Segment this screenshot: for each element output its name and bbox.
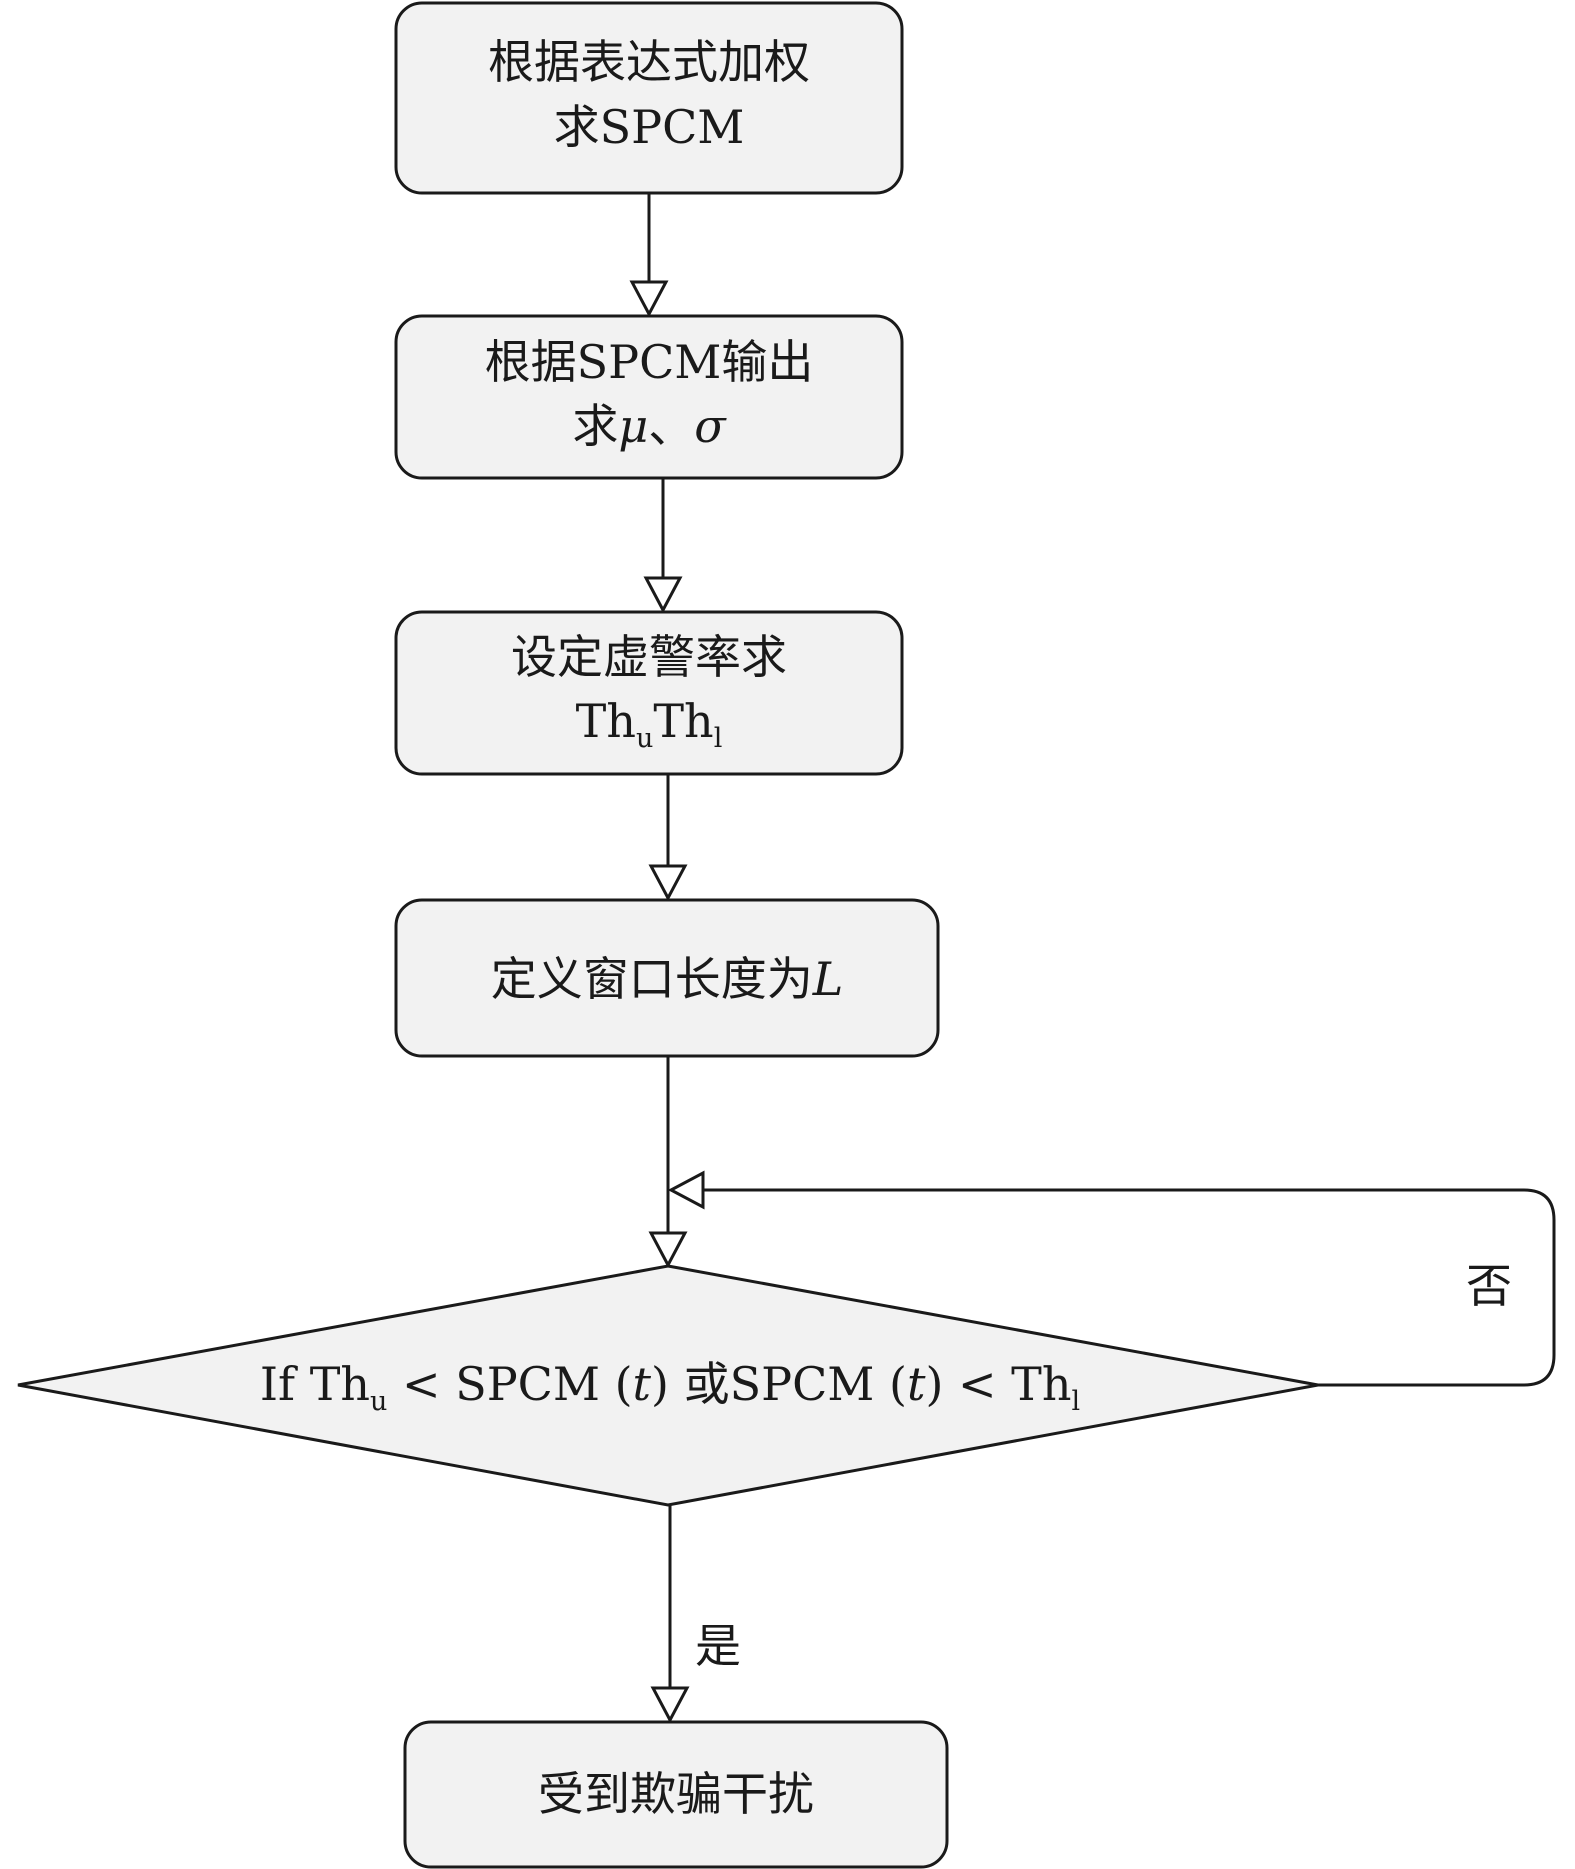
- arrowhead-decision-5: [650, 1686, 690, 1724]
- arrowhead-2-3: [643, 576, 683, 614]
- edge-label-no: 否: [1466, 1259, 1512, 1313]
- arrowhead-3-4: [648, 864, 688, 902]
- step5-text: 受到欺骗干扰: [538, 1767, 814, 1821]
- edge-loop-no: [703, 1188, 1556, 1387]
- decision-text: If Thu < SPCM (t) 或SPCM (t) < Thl: [260, 1357, 1080, 1417]
- arrowhead-loop-no: [667, 1170, 705, 1210]
- step3-line1: 设定虚警率求: [511, 630, 787, 684]
- step1-box: [394, 1, 904, 195]
- arrowhead-4-decision: [648, 1231, 688, 1269]
- step1-line1: 根据表达式加权: [488, 35, 810, 89]
- arrowhead-1-2: [629, 280, 669, 318]
- step2-box: [394, 314, 904, 480]
- edge-label-yes: 是: [695, 1619, 741, 1673]
- step1-line2: 求SPCM: [554, 100, 745, 154]
- step5-box: [403, 1720, 949, 1869]
- step4-text: 定义窗口长度为L: [491, 952, 844, 1006]
- step2-line1: 根据SPCM输出: [485, 335, 814, 389]
- decision-diamond: [17, 1264, 1319, 1507]
- step3-line2: ThuThl: [576, 694, 723, 754]
- step3-box: [394, 610, 904, 776]
- step2-line2: 求μ、σ: [572, 399, 727, 453]
